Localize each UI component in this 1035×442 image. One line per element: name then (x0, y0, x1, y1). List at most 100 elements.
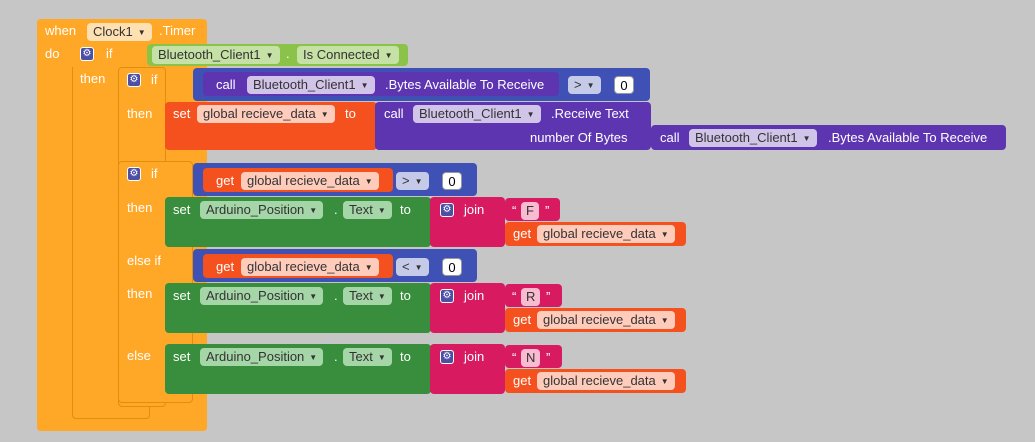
call-label: call (384, 106, 404, 122)
is-connected-dot: . (286, 46, 290, 62)
chevron-down-icon: ▼ (661, 316, 669, 325)
get-label: get (513, 312, 531, 328)
get-variable-dropdown[interactable]: global recieve_data▼ (241, 258, 379, 276)
chevron-down-icon: ▼ (309, 206, 317, 215)
set-variable-dropdown[interactable]: global recieve_data▼ (197, 105, 335, 123)
chevron-down-icon: ▼ (661, 230, 669, 239)
get-label: get (513, 226, 531, 242)
is-connected-component-dropdown[interactable]: Bluetooth_Client1▼ (152, 46, 280, 64)
join-label: join (464, 288, 484, 304)
inner-if-label: if (151, 72, 158, 88)
text-open-quote: “ (512, 203, 516, 219)
set-dot: . (334, 202, 338, 218)
bytes-nested-component-dropdown[interactable]: Bluetooth_Client1▼ (689, 129, 817, 147)
position-property-dropdown[interactable]: Text▼ (343, 201, 392, 219)
event-when-label: when (45, 23, 76, 39)
get-label: get (216, 259, 234, 275)
chevron-down-icon: ▼ (365, 263, 373, 272)
chevron-down-icon: ▼ (378, 206, 386, 215)
inner-then-label: then (127, 106, 152, 122)
event-bottom (37, 418, 207, 431)
text-value-r[interactable]: R (521, 288, 540, 306)
chevron-down-icon: ▼ (361, 81, 369, 90)
set-to-label: to (400, 202, 411, 218)
event-name-label: .Timer (159, 23, 195, 39)
compare-value-number[interactable]: 0 (442, 172, 462, 190)
compare-operator-dropdown[interactable]: <▼ (396, 258, 429, 276)
set-to-label: to (400, 349, 411, 365)
compare-operator-dropdown[interactable]: >▼ (396, 172, 429, 190)
gear-icon[interactable]: ⚙ (127, 73, 141, 87)
event-do-label: do (45, 46, 59, 62)
compare-elseif-label: else if (127, 253, 161, 269)
text-open-quote: “ (512, 350, 516, 366)
chevron-down-icon: ▼ (415, 263, 423, 272)
get-variable-dropdown[interactable]: global recieve_data▼ (241, 172, 379, 190)
call-bytes-component-dropdown[interactable]: Bluetooth_Client1▼ (247, 76, 375, 94)
gear-icon[interactable]: ⚙ (127, 167, 141, 181)
outer-if-label: if (106, 46, 113, 62)
set-to-label: to (400, 288, 411, 304)
set-label: set (173, 349, 190, 365)
get-label: get (216, 173, 234, 189)
set-label: set (173, 202, 190, 218)
compare-else-label: else (127, 348, 151, 364)
chevron-down-icon: ▼ (266, 51, 274, 60)
text-close-quote: ” (545, 203, 549, 219)
bytes-nested-method: .Bytes Available To Receive (828, 130, 987, 146)
get-variable-dropdown[interactable]: global recieve_data▼ (537, 372, 675, 390)
chevron-down-icon: ▼ (587, 81, 595, 90)
text-value-n[interactable]: N (521, 349, 540, 367)
compare-then-label: then (127, 200, 152, 216)
get-label: get (513, 373, 531, 389)
set-dot: . (334, 288, 338, 304)
text-value-f[interactable]: F (521, 202, 539, 220)
compare-value-number[interactable]: 0 (442, 258, 462, 276)
gear-icon[interactable]: ⚙ (440, 203, 454, 217)
outer-then-label: then (80, 71, 105, 87)
chevron-down-icon: ▼ (309, 292, 317, 301)
chevron-down-icon: ▼ (321, 110, 329, 119)
chevron-down-icon: ▼ (415, 177, 423, 186)
text-close-quote: ” (546, 350, 550, 366)
compare-operator-dropdown[interactable]: >▼ (568, 76, 601, 94)
gear-icon[interactable]: ⚙ (440, 289, 454, 303)
set-to-label: to (345, 106, 356, 122)
chevron-down-icon: ▼ (378, 292, 386, 301)
chevron-down-icon: ▼ (385, 51, 393, 60)
join-label: join (464, 202, 484, 218)
chevron-down-icon: ▼ (138, 28, 146, 37)
call-bytes-method: .Bytes Available To Receive (385, 77, 544, 93)
call-label: call (216, 77, 236, 93)
call-label: call (660, 130, 680, 146)
get-variable-dropdown[interactable]: global recieve_data▼ (537, 225, 675, 243)
receive-method-label: .Receive Text (551, 106, 629, 122)
gear-icon[interactable]: ⚙ (440, 350, 454, 364)
text-open-quote: “ (512, 289, 516, 305)
gear-icon[interactable]: ⚙ (80, 47, 94, 61)
join-label: join (464, 349, 484, 365)
compare-then2-label: then (127, 286, 152, 302)
compare-value-number[interactable]: 0 (614, 76, 634, 94)
set-dot: . (334, 349, 338, 365)
chevron-down-icon: ▼ (309, 353, 317, 362)
position-component-dropdown[interactable]: Arduino_Position▼ (200, 287, 323, 305)
get-variable-dropdown[interactable]: global recieve_data▼ (537, 311, 675, 329)
compare-if-label: if (151, 166, 158, 182)
position-component-dropdown[interactable]: Arduino_Position▼ (200, 348, 323, 366)
is-connected-property-dropdown[interactable]: Is Connected▼ (297, 46, 399, 64)
event-component-dropdown[interactable]: Clock1▼ (87, 23, 152, 41)
receive-component-dropdown[interactable]: Bluetooth_Client1▼ (413, 105, 541, 123)
position-component-dropdown[interactable]: Arduino_Position▼ (200, 201, 323, 219)
chevron-down-icon: ▼ (378, 353, 386, 362)
set-label: set (173, 106, 190, 122)
chevron-down-icon: ▼ (527, 110, 535, 119)
chevron-down-icon: ▼ (661, 377, 669, 386)
position-property-dropdown[interactable]: Text▼ (343, 287, 392, 305)
set-label: set (173, 288, 190, 304)
chevron-down-icon: ▼ (365, 177, 373, 186)
position-property-dropdown[interactable]: Text▼ (343, 348, 392, 366)
chevron-down-icon: ▼ (803, 134, 811, 143)
text-close-quote: ” (546, 289, 550, 305)
receive-param-label: number Of Bytes (530, 130, 628, 146)
